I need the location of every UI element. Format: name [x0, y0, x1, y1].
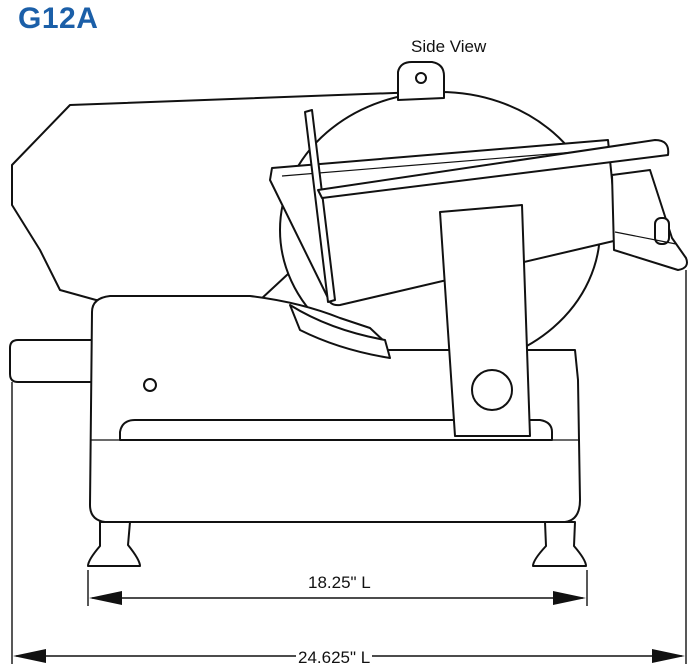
pusher-knob [654, 217, 670, 245]
handle-bar [9, 339, 97, 383]
pusher-grip [611, 169, 688, 271]
pusher-handle [317, 139, 670, 199]
inner-length-label: 18.25" L [306, 573, 373, 593]
model-title: G12A [18, 2, 99, 35]
blade-guard [289, 304, 391, 359]
foot-right [532, 521, 587, 567]
outer-dim-arrow-right [652, 649, 685, 663]
foot-left [87, 521, 141, 567]
carriage-slot [119, 419, 553, 441]
outer-dim-arrow-left [13, 649, 46, 663]
pusher-bar [614, 231, 677, 245]
view-label: Side View [411, 37, 487, 56]
inner-dim-arrow-right [553, 591, 586, 605]
adjustment-knob [143, 378, 157, 392]
cover-top-hole [415, 72, 427, 84]
inner-dim-arrow-left [89, 591, 122, 605]
arm-pivot-knob [471, 369, 513, 411]
tray-inner-edge [281, 149, 601, 177]
overall-length-label: 24.625" L [296, 648, 373, 668]
tray-plate [304, 109, 336, 303]
